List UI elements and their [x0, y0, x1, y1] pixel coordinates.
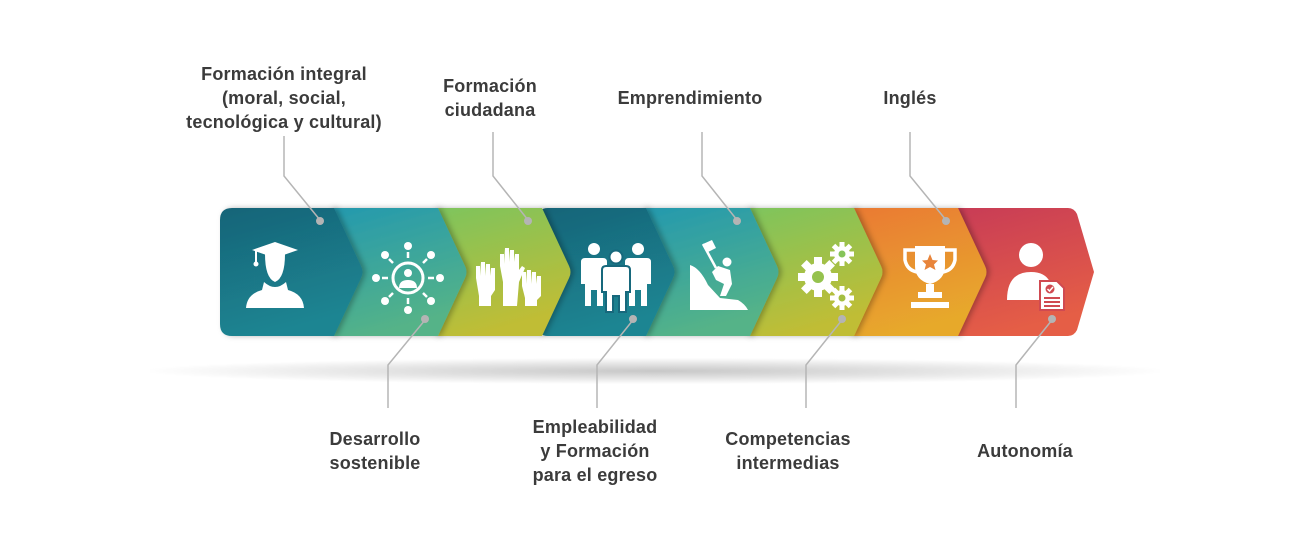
connector-4: [596, 319, 634, 408]
climber-flag-icon: [690, 240, 748, 310]
group-people-icon: [581, 243, 651, 313]
ground-shadow: [150, 358, 1160, 384]
gears-icon: [798, 242, 854, 310]
label-emprendimiento: Emprendimiento: [617, 88, 763, 108]
connector-5: [701, 132, 738, 221]
label-empleabilidad: Empleabilidad y Formación para el egreso: [532, 417, 658, 485]
person-document-icon: [1007, 243, 1065, 311]
connector-2: [387, 319, 426, 408]
connectors: [283, 132, 1053, 408]
label-formacion-ciudadana: Formación ciudadana: [443, 76, 537, 120]
graduate-icon: [246, 242, 304, 308]
chevron-1: [220, 208, 363, 336]
connector-6: [805, 319, 843, 408]
trophy-star-icon: [903, 246, 957, 308]
connector-8: [1015, 319, 1053, 408]
chevron-5: [642, 208, 779, 336]
connector-7: [909, 132, 947, 221]
raised-hands-icon: [476, 248, 541, 306]
label-ingles: Inglés: [883, 88, 937, 108]
connector-dots: [316, 217, 1056, 323]
label-formacion-integral: Formación integral (moral, social, tecno…: [186, 64, 382, 132]
network-person-icon: [372, 242, 444, 314]
connector-3: [492, 132, 529, 221]
label-desarrollo-sostenible: Desarrollo sostenible: [329, 429, 421, 473]
label-autonomia: Autonomía: [977, 441, 1073, 461]
label-competencias-intermedias: Competencias intermedias: [725, 429, 851, 473]
connector-1: [283, 136, 321, 221]
